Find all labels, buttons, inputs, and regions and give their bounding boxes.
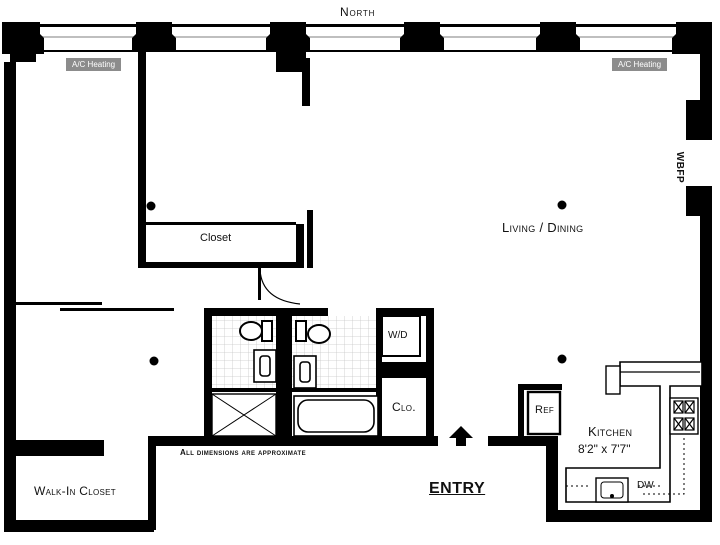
wd-west-wall — [376, 308, 382, 438]
wbfp-label: WBFP — [674, 151, 686, 184]
kitchen-south-wall — [546, 510, 712, 522]
dimensions-note: All dimensions are approximate — [180, 448, 307, 457]
bedroom-closet-west-wall — [138, 52, 146, 268]
fireplace-opening — [700, 140, 712, 186]
wd-north-wall — [376, 308, 432, 316]
dw-label: DW — [637, 480, 654, 491]
column-nw — [2, 22, 44, 70]
closet-south-wall-interior — [138, 262, 304, 268]
column-dot-3 — [149, 356, 159, 366]
counter-outline — [565, 361, 703, 503]
column-dot-4 — [557, 354, 567, 364]
north-window-line-inner — [22, 50, 702, 52]
exterior-walls — [4, 62, 712, 532]
partition-lower — [307, 210, 313, 268]
column-dot-1 — [146, 201, 156, 211]
column-dots — [146, 200, 567, 366]
east-wall — [700, 210, 712, 522]
column-3 — [266, 22, 310, 72]
toilets — [239, 320, 331, 344]
north-columns — [2, 22, 712, 72]
sink-1-basin — [259, 355, 271, 377]
kitchen-dimensions: 8'2" x 7'7" — [578, 442, 631, 456]
corridor-south-wall — [148, 436, 438, 446]
shower-top-wall — [212, 388, 278, 392]
sink-2-basin — [299, 361, 311, 383]
counter-dashed-line — [640, 438, 685, 495]
washer-dryer-box — [381, 315, 421, 357]
ref-west-wall — [518, 384, 524, 440]
closet-door-swing — [259, 269, 301, 305]
column-dot-2 — [557, 200, 567, 210]
entry-arrow-icon — [449, 426, 473, 446]
closet-door-track — [146, 222, 296, 225]
column-4 — [400, 22, 444, 52]
kitchen-label: Kitchen — [588, 424, 633, 439]
burner-2 — [684, 400, 695, 414]
ac-heating-left-tag: A/C Heating — [66, 58, 122, 71]
burner-cross-lines — [673, 400, 695, 431]
ac-heating-right-tag: A/C Heating — [612, 58, 668, 71]
bedroom-partition-line-1 — [16, 302, 102, 305]
wd-label: W/D — [388, 330, 408, 341]
closet-label: Closet — [200, 232, 232, 244]
bath-west-wall — [204, 308, 212, 438]
bedroom-partition-line-2 — [60, 308, 174, 311]
entry-east-wall — [488, 436, 558, 446]
interior-walls — [138, 52, 313, 268]
toilet-1-tank — [261, 320, 273, 342]
east-wall-top — [700, 62, 712, 106]
column-5 — [536, 22, 580, 52]
partition-upper — [302, 58, 310, 106]
cooktop — [669, 397, 699, 435]
bath-divider-wall — [276, 316, 292, 440]
closet-door-leaf — [258, 268, 261, 300]
closet-south-wall — [4, 520, 154, 532]
walk-in-east-wall — [148, 440, 156, 530]
kitchen-counter — [565, 361, 703, 503]
kitchen-sink-drain — [610, 494, 614, 498]
burner-4 — [684, 417, 695, 431]
living-dining-label: Living / Dining — [502, 220, 584, 235]
shower-drain-lines — [211, 393, 277, 437]
shower — [211, 393, 277, 437]
walk-in-closet-label: Walk-In Closet — [34, 484, 116, 498]
entry-label: ENTRY — [429, 480, 486, 497]
tub-basin — [297, 399, 375, 433]
column-2 — [132, 22, 176, 52]
ref-top-wall — [518, 384, 562, 390]
burner-1 — [673, 400, 684, 414]
kitchen-west-wall — [546, 436, 558, 520]
wd-clo-divider — [382, 362, 432, 378]
toilet-1-bowl — [239, 321, 263, 341]
column-ne — [672, 22, 712, 62]
west-wall — [4, 62, 16, 532]
north-window-line-outer — [22, 24, 702, 27]
refrigerator-box — [526, 390, 562, 436]
toilet-2-tank — [295, 320, 307, 342]
tub-top-wall — [292, 388, 382, 392]
closet-east-wall — [296, 224, 304, 268]
burners — [673, 400, 695, 431]
north-window-glass — [22, 36, 702, 38]
ref-label: Ref — [535, 404, 555, 416]
clo-label: Clo. — [392, 400, 416, 414]
burner-3 — [673, 417, 684, 431]
toilet-2-bowl — [307, 324, 331, 344]
walk-in-north-wall — [4, 440, 104, 456]
bathtub — [293, 395, 379, 437]
fireplace-jamb-top — [686, 100, 712, 140]
bath-walls — [204, 308, 562, 440]
bath-north-wall — [204, 308, 328, 316]
counter-return — [605, 365, 621, 395]
sinks — [253, 349, 317, 389]
north-label: North — [340, 5, 376, 19]
